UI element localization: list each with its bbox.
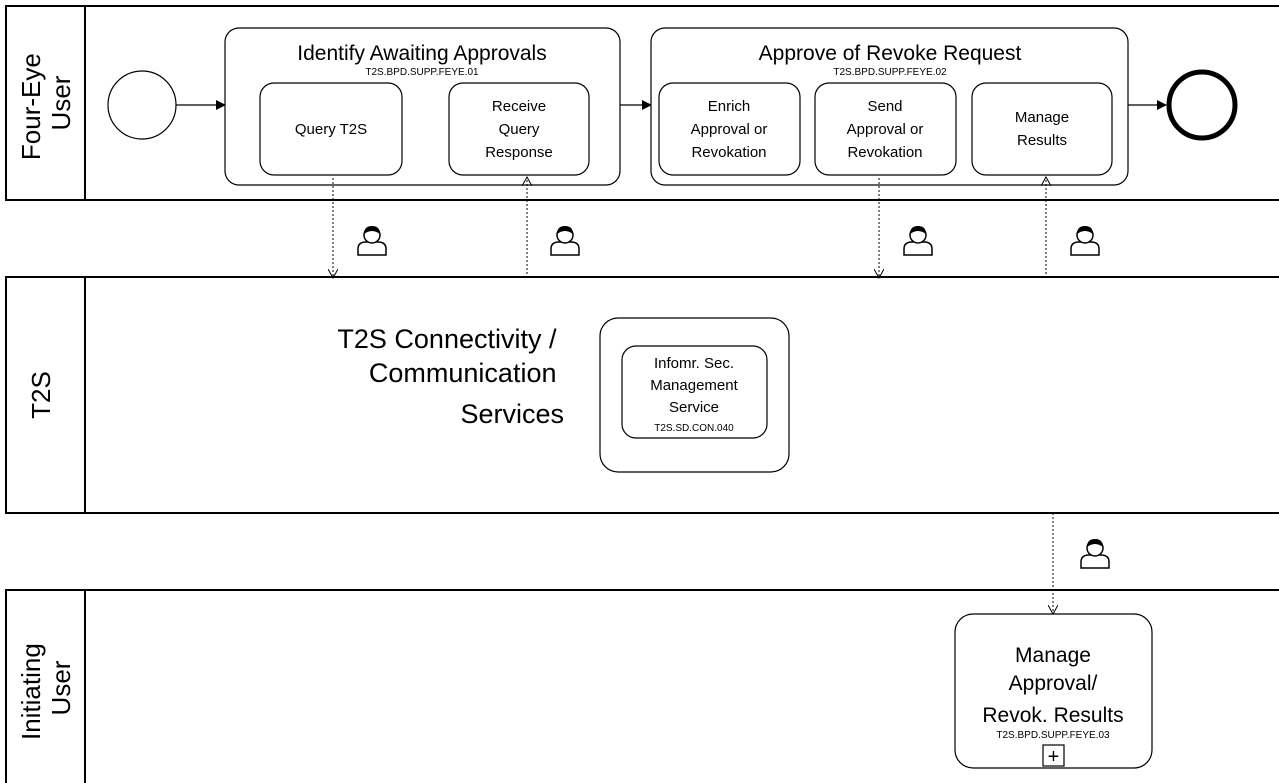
user-icon [1080, 538, 1110, 569]
task-enrich-line1: Enrich [708, 98, 751, 115]
user-icon [903, 225, 933, 256]
user-icon [357, 225, 387, 256]
task-send-line1: Send [867, 98, 902, 115]
service-container[interactable]: Infomr. Sec. Management Service T2S.SD.C… [599, 317, 790, 473]
service-information-security-management[interactable]: Infomr. Sec. Management Service T2S.SD.C… [621, 345, 768, 439]
initiating-process-line1: Manage [1015, 644, 1091, 667]
process-identify-code: T2S.BPD.SUPP.FEYE.01 [365, 67, 479, 78]
task-send-approval[interactable]: Send Approval or Revokation [814, 82, 957, 176]
task-receive-line2: Query [499, 121, 540, 138]
process-approve-revoke-request[interactable]: Approve of Revoke Request T2S.BPD.SUPP.F… [650, 27, 1129, 186]
lane-label-user: User [46, 75, 76, 130]
user-icon [1070, 225, 1100, 256]
process-approve-title: Approve of Revoke Request [759, 42, 1022, 65]
t2s-services-title: T2S Connectivity / Communication Service… [337, 324, 564, 429]
process-identify-awaiting-approvals[interactable]: Identify Awaiting Approvals T2S.BPD.SUPP… [224, 27, 621, 186]
service-line2: Management [650, 377, 738, 394]
lane-label-initiating: Initiating [16, 643, 46, 740]
task-manage-line2: Results [1017, 132, 1067, 149]
expand-subprocess-icon[interactable]: + [1042, 744, 1065, 768]
initiating-process-code: T2S.BPD.SUPP.FEYE.03 [996, 730, 1110, 741]
initiating-process-line3: Revok. Results [982, 704, 1123, 727]
svg-text:+: + [1048, 746, 1060, 768]
process-manage-approval-revok-results[interactable]: Manage Approval/ Revok. Results T2S.BPD.… [954, 613, 1153, 769]
task-enrich-approval[interactable]: Enrich Approval or Revokation [658, 82, 801, 176]
task-manage-results[interactable]: Manage Results [971, 82, 1113, 176]
task-enrich-line2: Approval or [691, 121, 768, 138]
task-send-line2: Approval or [847, 121, 924, 138]
task-receive-line1: Receive [492, 98, 546, 115]
service-line3: Service [669, 399, 719, 416]
task-receive-query-response[interactable]: Receive Query Response [448, 82, 590, 176]
message-flows [333, 177, 1053, 614]
start-event-icon[interactable] [107, 70, 177, 140]
task-query-t2s-label: Query T2S [295, 121, 367, 138]
task-send-line3: Revokation [847, 144, 922, 161]
user-icon [550, 225, 580, 256]
service-code: T2S.SD.CON.040 [654, 423, 734, 434]
lane-label-t2s: T2S [26, 371, 56, 419]
task-enrich-line3: Revokation [691, 144, 766, 161]
svg-text:Four-Eye User: Four-Eye User [16, 46, 76, 160]
process-approve-code: T2S.BPD.SUPP.FEYE.02 [833, 67, 947, 78]
service-line1: Infomr. Sec. [654, 355, 734, 372]
process-identify-title: Identify Awaiting Approvals [297, 42, 546, 65]
task-receive-line3: Response [485, 144, 553, 161]
lane-label-user-2: User [46, 660, 76, 715]
task-manage-line1: Manage [1015, 109, 1069, 126]
lane-label-four-eye: Four-Eye [16, 53, 46, 160]
svg-text:Initiating User: Initiating User [16, 636, 76, 740]
task-query-t2s[interactable]: Query T2S [259, 82, 403, 176]
initiating-process-line2: Approval/ [1009, 672, 1098, 695]
end-event-icon[interactable] [1166, 69, 1238, 141]
